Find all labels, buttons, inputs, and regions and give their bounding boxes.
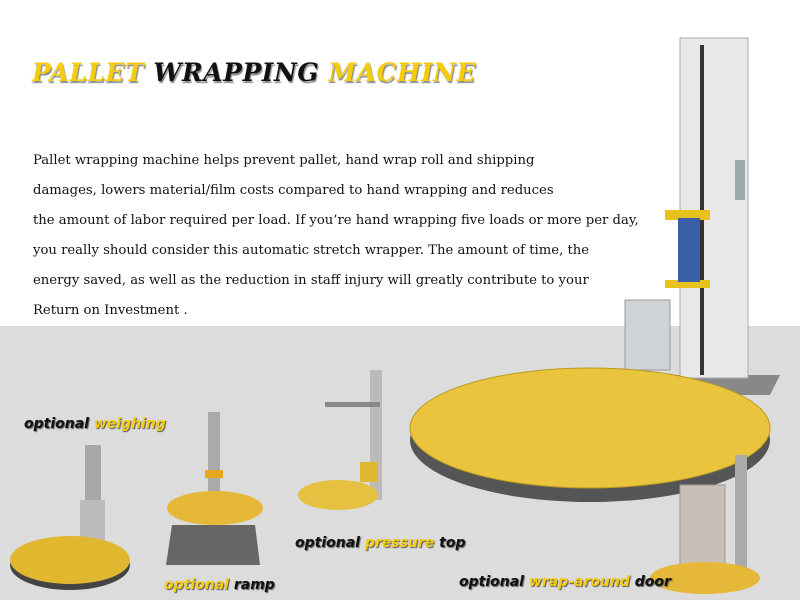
option-suffix: door [634, 574, 671, 590]
description-line: Pallet wrapping machine helps prevent pa… [33, 153, 535, 168]
option-prefix: optional [164, 577, 229, 593]
title-word-machine: MACHINE [328, 58, 477, 87]
option-feature: pressure [364, 535, 435, 551]
wrap-around-door-machine-image [650, 455, 760, 594]
option-label-ramp: optional ramp [164, 577, 275, 593]
description-line: the amount of labor required per load. I… [33, 213, 639, 228]
option-feature: weighing [93, 416, 166, 432]
option-label-wrap-around-door: optional wrap-around door [459, 574, 671, 590]
option-prefix: optional [295, 535, 360, 551]
option-feature: wrap-around [528, 574, 630, 590]
option-label-pressure-top: optional pressure top [295, 535, 466, 551]
page-title: PALLET WRAPPING MACHINE [32, 58, 476, 87]
main-machine-image [409, 37, 780, 502]
title-word-pallet: PALLET [32, 58, 145, 87]
option-label-weighing: optional weighing [24, 416, 166, 432]
description-line: energy saved, as well as the reduction i… [33, 273, 589, 288]
option-feature: ramp [233, 577, 275, 593]
description-line: damages, lowers material/film costs comp… [33, 183, 554, 198]
pressure-top-machine-image [298, 370, 382, 510]
weighing-machine-image [10, 445, 130, 590]
option-suffix: top [439, 535, 466, 551]
option-prefix: optional [459, 574, 524, 590]
ramp-machine-image [166, 412, 263, 565]
option-prefix: optional [24, 416, 89, 432]
description-line: you really should consider this automati… [33, 243, 590, 258]
description-line: Return on Investment . [33, 303, 188, 318]
description: Pallet wrapping machine helps prevent pa… [33, 146, 639, 326]
title-word-wrapping: WRAPPING [153, 58, 320, 87]
